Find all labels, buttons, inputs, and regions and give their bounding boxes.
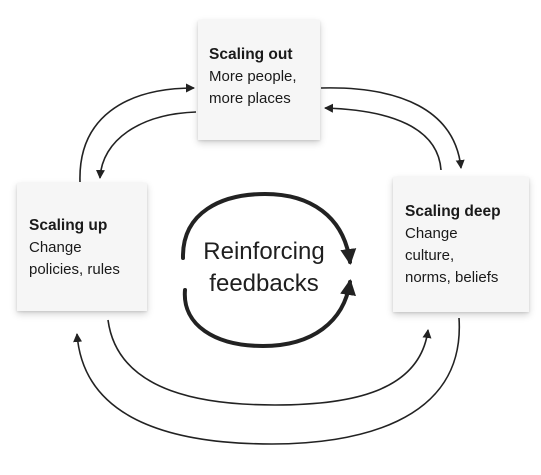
arrow-out-to-deep xyxy=(320,87,465,169)
scaling-up-note: Scaling up Change policies, rules xyxy=(17,183,147,311)
reinforcing-feedbacks-label: Reinforcing feedbacks xyxy=(186,236,342,300)
scaling-up-line-2: policies, rules xyxy=(29,261,120,278)
arrow-up-to-out xyxy=(79,83,195,183)
scaling-deep-line-1: Change xyxy=(405,225,458,242)
arrow-deep-to-up xyxy=(73,317,460,445)
loop-arrow-top xyxy=(180,191,357,265)
arrow-out-to-up xyxy=(95,111,197,179)
arrow-up-to-deep xyxy=(107,319,432,406)
center-label-line-2: feedbacks xyxy=(209,270,319,297)
scaling-deep-line-2: culture, xyxy=(405,247,455,264)
scaling-up-title: Scaling up xyxy=(29,217,108,234)
scaling-out-title: Scaling out xyxy=(209,46,293,63)
scaling-deep-line-3: norms, beliefs xyxy=(405,269,499,286)
loop-arrow-bottom xyxy=(182,279,356,349)
scaling-up-line-1: Change xyxy=(29,239,82,256)
arrow-deep-to-out xyxy=(324,103,442,171)
scaling-deep-title: Scaling deep xyxy=(405,203,501,220)
center-label-line-1: Reinforcing xyxy=(203,238,325,265)
scaling-deep-note: Scaling deep Change culture, norms, beli… xyxy=(393,177,529,312)
scaling-out-line-2: more places xyxy=(209,90,291,107)
scaling-out-note: Scaling out More people, more places xyxy=(198,20,320,140)
scaling-out-line-1: More people, xyxy=(209,68,297,85)
